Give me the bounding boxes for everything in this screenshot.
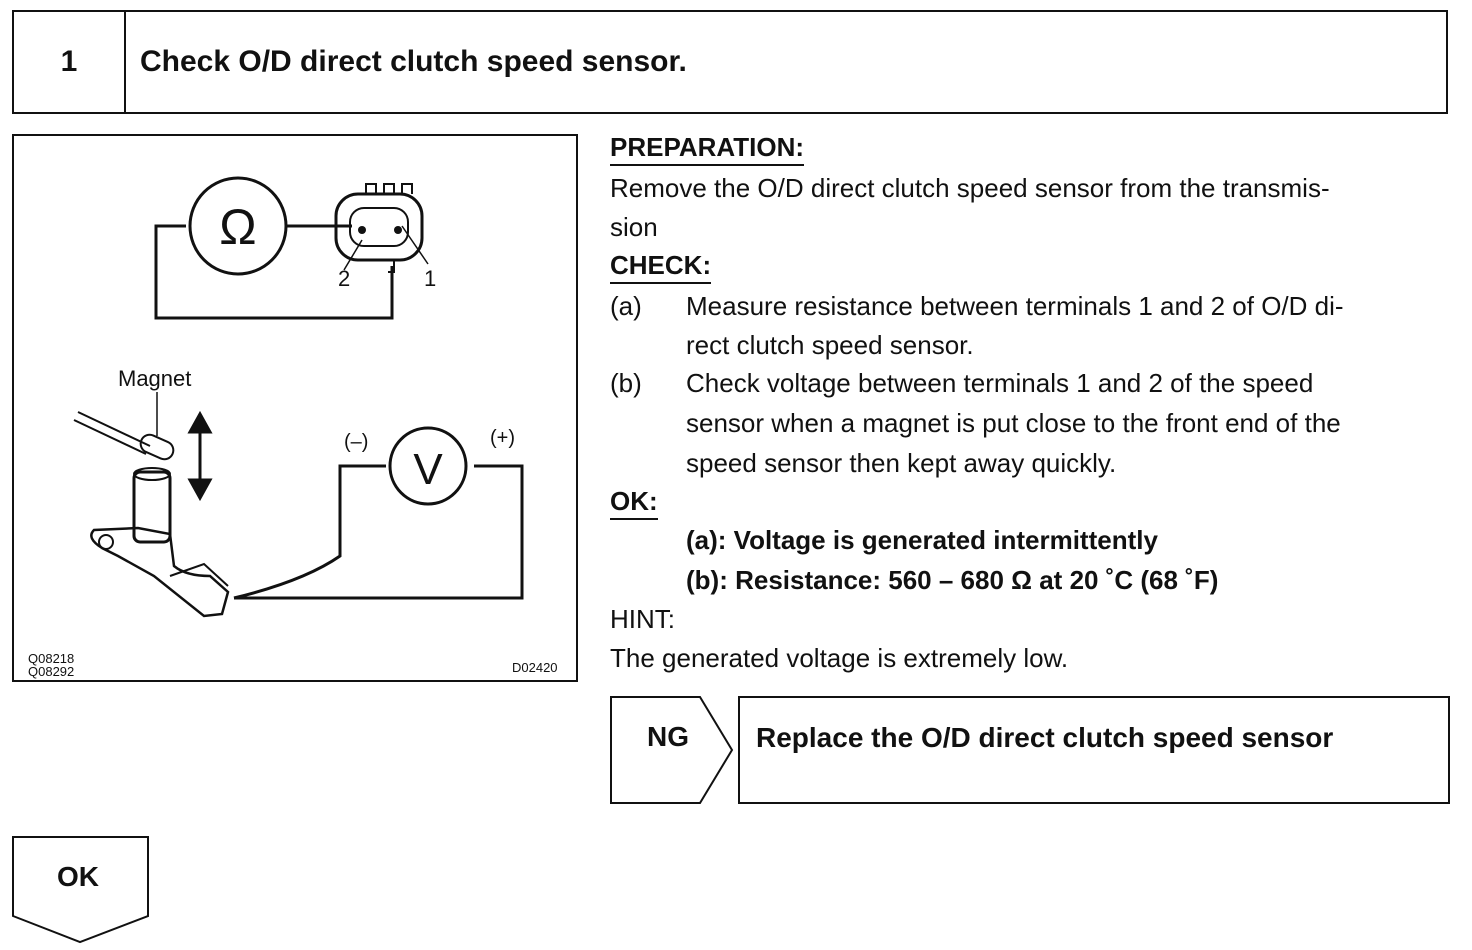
ok-arrow-box: OK: [12, 836, 149, 944]
ok-b: (b): Resistance: 560 – 680 Ω at 20 ˚C (6…: [686, 565, 1219, 595]
ng-result-box: Replace the O/D direct clutch speed sens…: [738, 696, 1450, 804]
ng-label: NG: [647, 721, 689, 752]
check-b-line-1: Check voltage between terminals 1 and 2 …: [686, 368, 1314, 398]
magnet-icon: [77, 411, 151, 447]
hint-text: The generated voltage is extremely low.: [610, 643, 1069, 673]
ok-heading: OK:: [610, 486, 658, 520]
ok-flow-label: OK: [57, 861, 99, 892]
step-number: 1: [14, 12, 126, 112]
magnet-label: Magnet: [118, 366, 191, 391]
terminal-1-label: 1: [424, 266, 436, 291]
figure-code-right: D02420: [512, 660, 558, 675]
preparation-line-1: Remove the O/D direct clutch speed senso…: [610, 173, 1330, 203]
wiring-diagram: Ω V 2 1 Magnet (–) (+) Q08218 Q08292 D02…: [28, 176, 558, 679]
check-heading: CHECK:: [610, 250, 712, 284]
connector-icon: [334, 192, 424, 262]
check-b-line-2: sensor when a magnet is put close to the…: [686, 408, 1341, 438]
figure-code-left-2: Q08292: [28, 664, 74, 679]
ok-a: (a): Voltage is generated intermittently: [686, 525, 1158, 555]
voltmeter-icon: [388, 426, 468, 506]
check-a-line-1: Measure resistance between terminals 1 a…: [686, 291, 1344, 321]
check-b-line-3: speed sensor then kept away quickly.: [686, 448, 1117, 478]
ng-result-text: Replace the O/D direct clutch speed sens…: [756, 722, 1334, 753]
preparation-heading: PREPARATION:: [610, 132, 805, 166]
volt-wire-plus: [234, 464, 524, 600]
ohm-wire-loop: [154, 224, 394, 320]
wiring-figure: Ω V 2 1 Magnet (–) (+) Q08218 Q08292 D02…: [12, 134, 578, 682]
ohmmeter-icon: [188, 176, 288, 276]
step-title: Check O/D direct clutch speed sensor.: [140, 45, 687, 78]
terminal-2-label: 2: [338, 266, 350, 291]
preparation-line-2: sion: [610, 212, 658, 242]
check-a-line-2: rect clutch speed sensor.: [686, 330, 974, 360]
minus-label: (–): [344, 431, 368, 453]
check-a-label: (a): [610, 291, 642, 321]
plus-label: (+): [490, 427, 515, 449]
step-header: 1 Check O/D direct clutch speed sensor.: [12, 10, 1448, 114]
hint-heading: HINT:: [610, 604, 675, 634]
volt-symbol: V: [413, 445, 443, 494]
check-b-label: (b): [610, 368, 642, 398]
figure-code-left-1: Q08218: [28, 651, 74, 666]
ohm-symbol: Ω: [219, 199, 256, 255]
ng-arrow-box: NG: [610, 696, 734, 804]
speed-sensor-icon: [132, 470, 172, 544]
volt-wire-minus: [233, 464, 386, 600]
